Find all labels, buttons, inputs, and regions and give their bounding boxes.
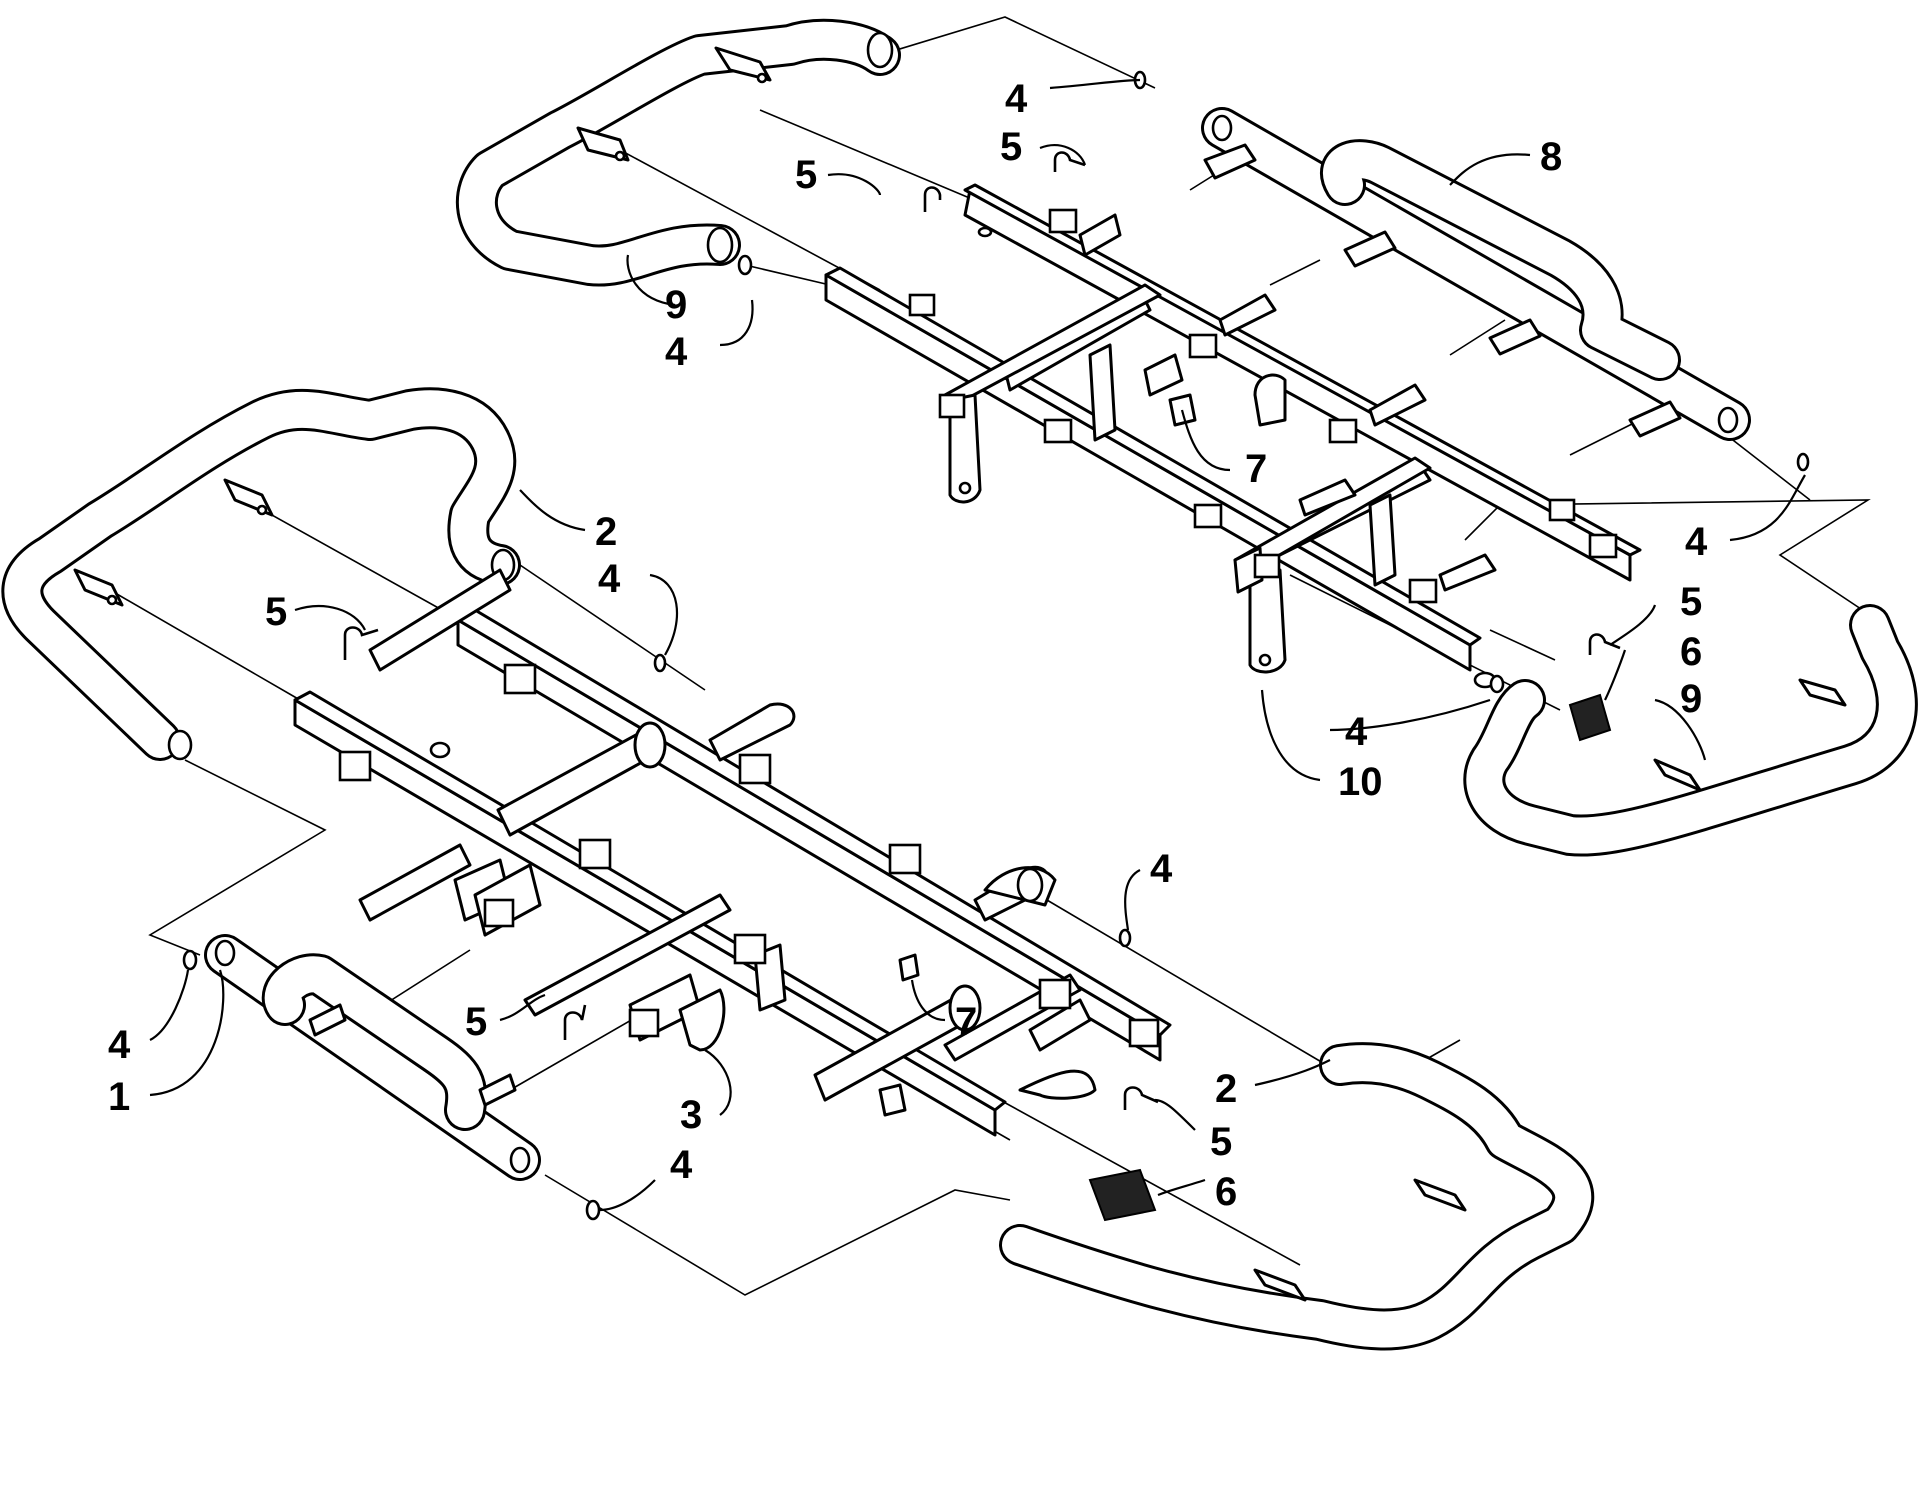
callout-bottom-4c: 4 [108, 1023, 131, 1067]
top-clip-ring-3 [1796, 452, 1810, 472]
bottom-pin-2 [563, 1004, 587, 1040]
bottom-leaders [149, 489, 1331, 1212]
callout-bottom-4d: 4 [670, 1143, 693, 1187]
callout-top-9a: 9 [665, 283, 687, 327]
top-clip-ring-2 [737, 254, 753, 276]
bottom-callouts: 2 4 5 4 4 1 5 7 3 2 5 4 6 [108, 510, 1237, 1214]
bottom-footrest-pad [1088, 1168, 1157, 1222]
callout-bottom-5c: 5 [1210, 1120, 1232, 1164]
bottom-clip-ring-2 [1118, 928, 1132, 948]
callout-bottom-3: 3 [680, 1093, 702, 1137]
bottom-clip-ring-1 [653, 653, 667, 673]
top-small-parts [737, 70, 1810, 742]
bottom-pin-1 [343, 626, 379, 660]
callout-top-4d: 4 [1345, 710, 1368, 754]
top-footrest-pad [1568, 693, 1612, 742]
callout-bottom-5b: 5 [465, 1000, 487, 1044]
top-left-guard-rail [456, 18, 901, 287]
bottom-frame-clips [338, 663, 1160, 1048]
callout-top-9b: 9 [1680, 677, 1702, 721]
top-frame-clips [908, 208, 1618, 604]
callout-top-4c: 4 [1685, 520, 1708, 564]
bottom-small-parts [182, 626, 1159, 1222]
callout-top-4b: 4 [665, 330, 688, 374]
callout-bottom-1: 1 [108, 1075, 130, 1119]
bottom-left-guard-rail [1, 387, 521, 761]
top-clip-ring-4 [1489, 674, 1505, 694]
top-front-guard-rail [1201, 107, 1751, 441]
callout-top-7: 7 [1245, 447, 1267, 491]
top-rack-assembly: 4 5 5 8 9 4 7 4 5 6 9 4 10 [456, 16, 1918, 857]
callout-top-8: 8 [1540, 135, 1562, 179]
callout-top-5a: 5 [1000, 125, 1022, 169]
bottom-pin-3 [1123, 1086, 1159, 1110]
top-pin-1 [923, 186, 942, 212]
bottom-rack-assembly: 2 4 5 4 4 1 5 7 3 2 5 4 6 [1, 387, 1595, 1351]
top-callouts: 4 5 5 8 9 4 7 4 5 6 9 4 10 [665, 77, 1708, 804]
callout-top-4a: 4 [1005, 77, 1028, 121]
callout-bottom-2b: 2 [1215, 1067, 1237, 1111]
callout-bottom-7: 7 [955, 1000, 977, 1044]
callout-bottom-4a: 4 [598, 557, 621, 601]
bottom-clip-ring-4 [585, 1199, 601, 1221]
top-pin-2 [1053, 151, 1086, 172]
bottom-front-guard-rail [204, 934, 541, 1181]
callout-bottom-6: 6 [1215, 1170, 1237, 1214]
callout-bottom-2a: 2 [595, 510, 617, 554]
bottom-bumper-pad-1 [898, 953, 920, 982]
callout-top-10: 10 [1338, 760, 1383, 804]
callout-top-6: 6 [1680, 630, 1702, 674]
top-main-frame [824, 183, 1642, 689]
callout-top-5b: 5 [795, 153, 817, 197]
top-right-guard-rail [1463, 604, 1918, 857]
top-pin-3 [1588, 633, 1621, 655]
bottom-main-frame [293, 568, 1172, 1137]
bottom-bumper-pad-2 [878, 1083, 907, 1117]
callout-top-5c: 5 [1680, 580, 1702, 624]
bottom-right-guard-rail [999, 1042, 1595, 1351]
bottom-clip-ring-3 [182, 949, 198, 971]
callout-bottom-5a: 5 [265, 590, 287, 634]
callout-bottom-4b: 4 [1150, 847, 1173, 891]
bottom-assembly-lines [109, 499, 1461, 1296]
top-leaders [626, 78, 1806, 782]
